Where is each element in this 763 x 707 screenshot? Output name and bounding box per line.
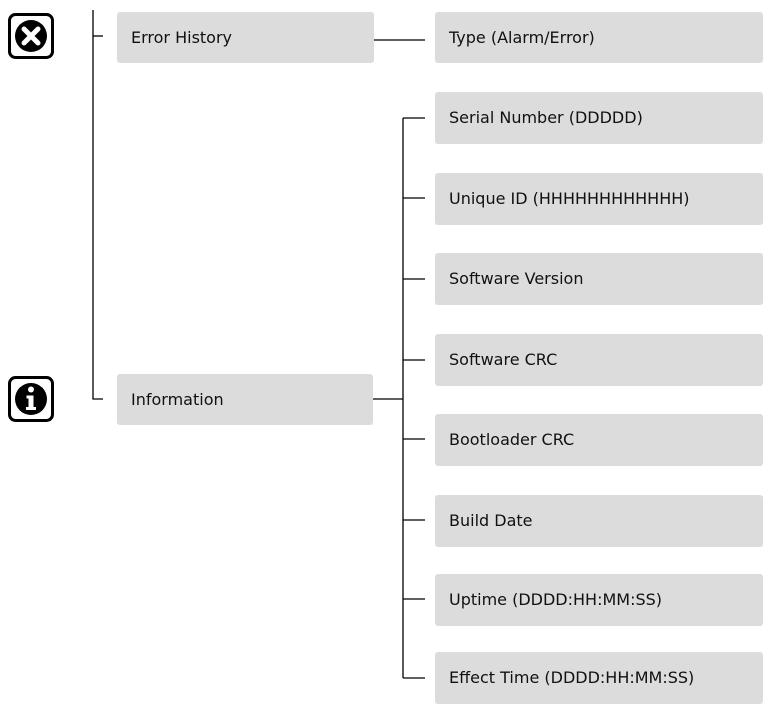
info-icon (8, 376, 54, 422)
submenu-item-label: Software Version (449, 269, 584, 288)
submenu-item-label: Type (Alarm/Error) (449, 27, 595, 47)
submenu-item-effect-time[interactable]: Effect Time (DDDD:HH:MM:SS) (435, 652, 763, 704)
submenu-item-label: Uptime (DDDD:HH:MM:SS) (449, 590, 663, 609)
submenu-item-bootloader-crc[interactable]: Bootloader CRC (435, 414, 763, 466)
submenu-item-label: Build Date (449, 511, 533, 530)
menu-item-information[interactable]: Information (117, 374, 373, 425)
error-x-icon (8, 13, 54, 59)
menu-item-error-history[interactable]: Error History (117, 12, 374, 63)
submenu-item-label: Effect Time (DDDD:HH:MM:SS) (449, 668, 695, 687)
submenu-item-uptime[interactable]: Uptime (DDDD:HH:MM:SS) (435, 574, 763, 626)
submenu-item-unique-id[interactable]: Unique ID (HHHHHHHHHHHH) (435, 173, 763, 225)
submenu-item-serial-number[interactable]: Serial Number (DDDDD) (435, 92, 763, 144)
submenu-item-label: Software CRC (449, 350, 558, 369)
submenu-item-label: Bootloader CRC (449, 430, 575, 449)
menu-item-label: Information (131, 389, 224, 409)
submenu-item-label: Serial Number (DDDDD) (449, 108, 643, 127)
menu-item-label: Error History (131, 27, 233, 47)
submenu-item-label: Unique ID (HHHHHHHHHHHH) (449, 189, 690, 208)
submenu-item-type[interactable]: Type (Alarm/Error) (435, 12, 763, 63)
submenu-item-software-version[interactable]: Software Version (435, 253, 763, 305)
submenu-item-build-date[interactable]: Build Date (435, 495, 763, 547)
submenu-item-software-crc[interactable]: Software CRC (435, 334, 763, 386)
